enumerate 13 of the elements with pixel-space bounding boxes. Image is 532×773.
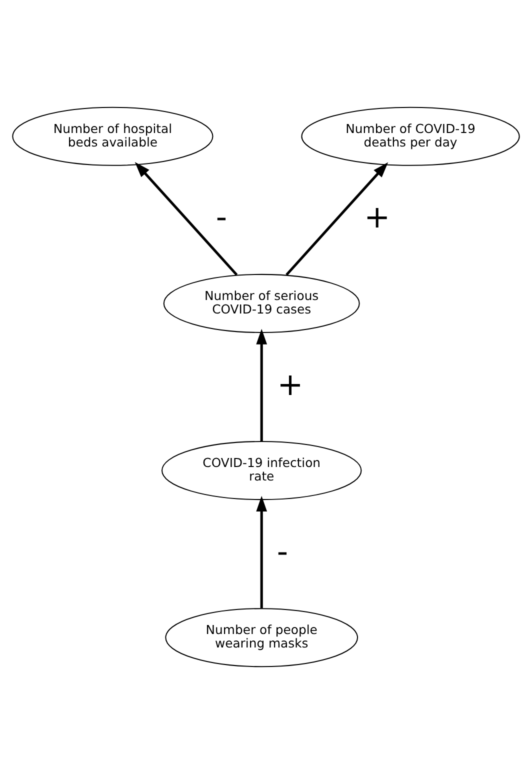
edge-label: +: [364, 199, 390, 236]
edge-label: -: [276, 533, 288, 570]
node-ellipse: COVID-19 infection rate: [161, 440, 362, 500]
node-ellipse: Number of hospital beds available: [12, 106, 214, 166]
arrow: [286, 162, 388, 276]
edge-label: +: [277, 366, 304, 402]
node-ellipse: Number of people wearing masks: [165, 608, 358, 667]
arrow: [256, 495, 268, 608]
arrow: [134, 161, 238, 276]
node-ellipse: Number of serious COVID-19 cases: [163, 273, 360, 332]
arrow: [256, 328, 268, 441]
edge-label: -: [216, 199, 228, 236]
node-ellipse: Number of COVID-19 deaths per day: [301, 106, 520, 166]
